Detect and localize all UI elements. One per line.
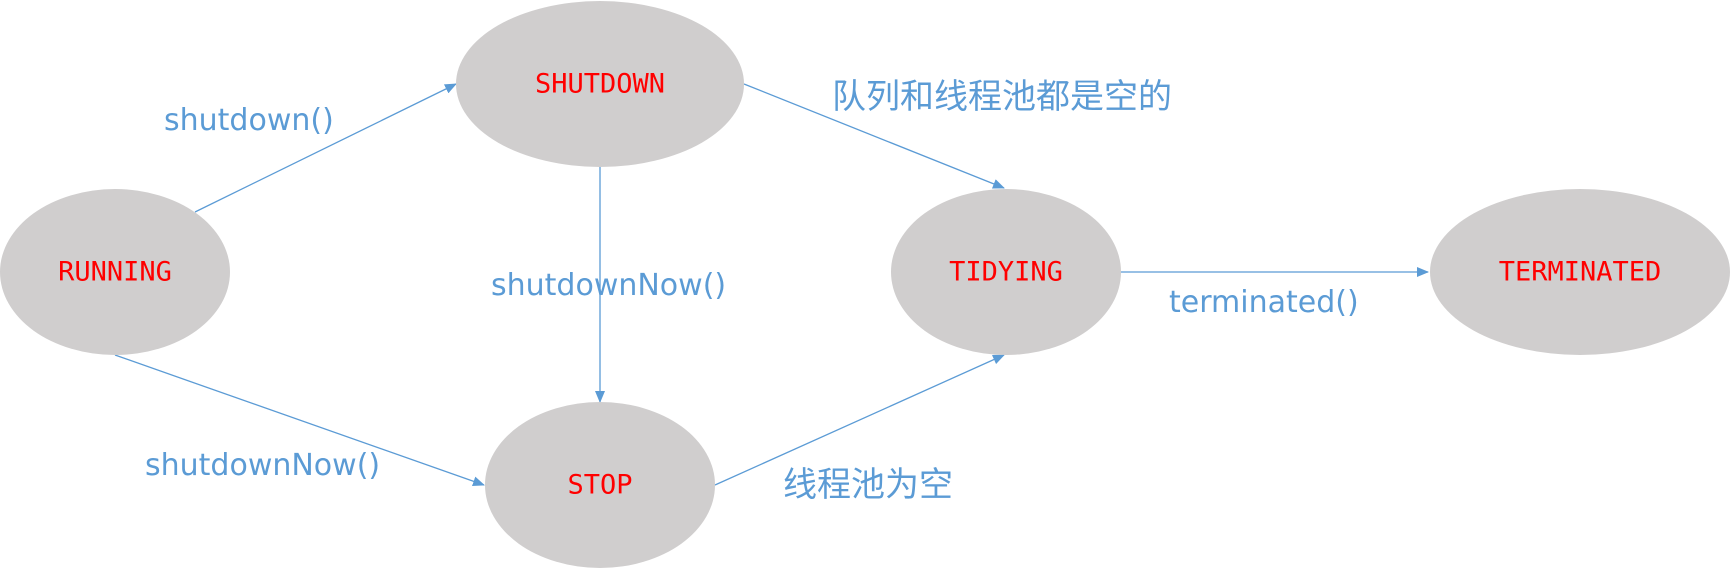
edge-label-shutdown-to-tidying: 队列和线程池都是空的 (832, 77, 1172, 117)
node-stop-label: STOP (567, 470, 632, 501)
node-terminated-shape (1430, 189, 1730, 355)
edges (114, 83, 1429, 487)
node-shutdown: SHUTDOWN (456, 1, 744, 167)
edge-label-running-to-stop: shutdownNow() (145, 448, 380, 483)
node-tidying: TIDYING (891, 189, 1121, 355)
node-terminated-label: TERMINATED (1499, 257, 1662, 288)
edge-label-tidying-to-terminated: terminated() (1169, 285, 1359, 320)
node-tidying-label: TIDYING (949, 257, 1063, 288)
node-shutdown-shape (456, 1, 744, 167)
edge-shutdown-to-tidying (743, 83, 1005, 189)
edge-label-shutdown-to-stop: shutdownNow() (491, 268, 726, 303)
edge-running-to-shutdown (194, 83, 457, 213)
edge-labels: shutdown() shutdownNow() shutdownNow() 队… (145, 77, 1359, 505)
node-tidying-shape (891, 189, 1121, 355)
node-shutdown-label: SHUTDOWN (535, 69, 665, 100)
node-running-label: RUNNING (58, 257, 172, 288)
edge-running-to-stop (114, 354, 485, 487)
node-stop: STOP (485, 402, 715, 568)
edge-label-running-to-shutdown: shutdown() (164, 103, 334, 138)
node-running: RUNNING (0, 189, 230, 355)
edge-label-stop-to-tidying: 线程池为空 (783, 465, 953, 505)
edge-stop-to-tidying (714, 354, 1005, 486)
node-stop-shape (485, 402, 715, 568)
node-running-shape (0, 189, 230, 355)
node-terminated: TERMINATED (1430, 189, 1730, 355)
